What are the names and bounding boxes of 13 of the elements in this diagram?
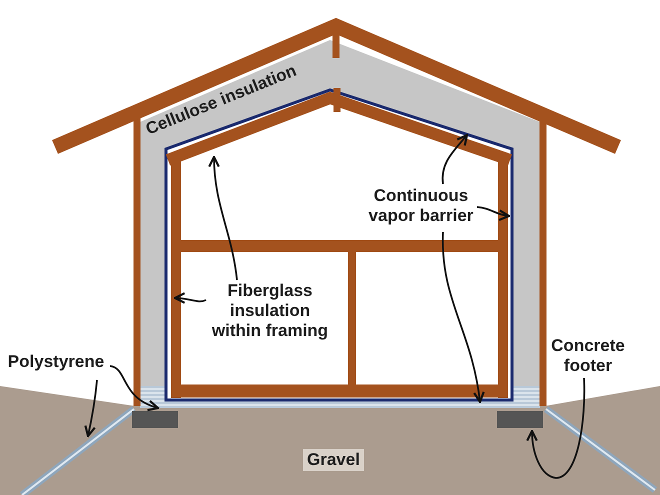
region-label: Gravel <box>303 449 364 471</box>
leader-line <box>526 378 586 479</box>
leader-line <box>442 134 468 184</box>
leader-line <box>476 206 510 221</box>
callout-label: Concrete footer <box>548 336 628 376</box>
leader-line <box>174 292 206 304</box>
callout-label: Continuous vapor barrier <box>362 186 480 226</box>
leader-line <box>84 380 98 438</box>
leader-line <box>110 365 160 411</box>
callout-label: Polystyrene <box>4 352 108 372</box>
leader-line <box>442 232 484 404</box>
leader-line <box>208 156 238 280</box>
callout-label: Fiberglass insulation within framing <box>206 281 334 341</box>
